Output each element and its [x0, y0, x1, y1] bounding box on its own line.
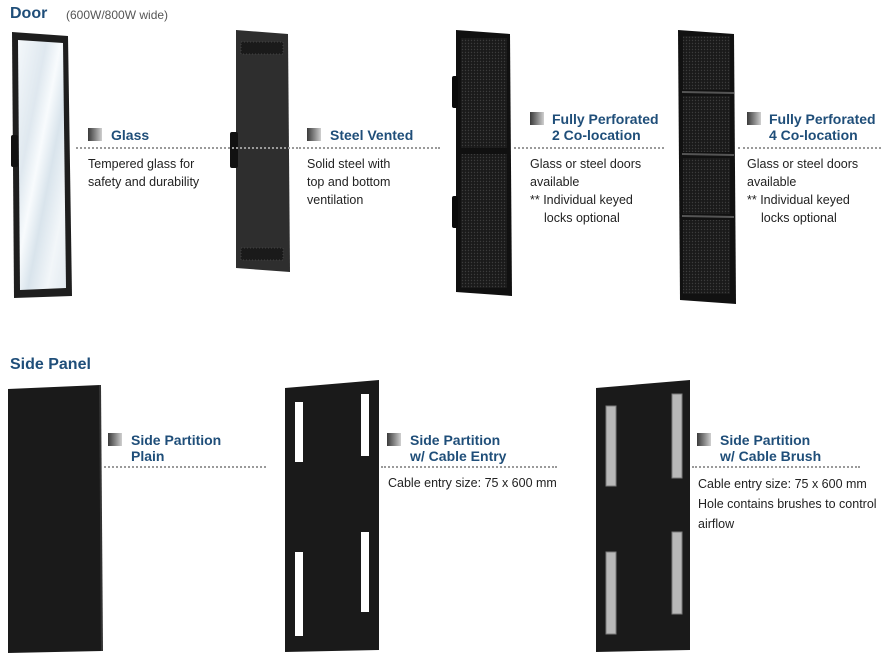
- desc-line: Glass or steel doors: [530, 157, 642, 171]
- desc-line: locks optional: [544, 211, 620, 225]
- door-perforated-2-description: Glass or steel doors available ** Indivi…: [530, 155, 641, 227]
- dotted-leader: [381, 466, 557, 468]
- glass-door-image: [11, 32, 72, 298]
- desc-line: Cable entry size: 75 x 600 mm: [698, 477, 867, 491]
- dotted-leader: [738, 147, 881, 149]
- dotted-leader: [76, 147, 298, 149]
- title-line-1: Side Partition: [410, 432, 501, 448]
- bullet-icon: [747, 112, 761, 125]
- section-title-side-panel: Side Panel: [10, 356, 91, 373]
- bullet-icon: [387, 433, 401, 446]
- desc-line: Cable entry size: 75 x 600 mm: [388, 476, 557, 490]
- desc-line: Solid steel with: [307, 157, 391, 171]
- section-subtitle-door: (600W/800W wide): [66, 8, 169, 22]
- desc-line: top and bottom: [307, 175, 391, 189]
- desc-line: ** Individual keyed: [747, 193, 850, 207]
- title-line-2: 2 Co-location: [552, 127, 641, 143]
- desc-line: available: [530, 175, 580, 189]
- door-steel-vented-description: Solid steel with top and bottom ventilat…: [307, 155, 390, 209]
- bullet-icon: [88, 128, 102, 141]
- side-partition-cable-entry-image: [285, 380, 379, 652]
- door-perforated-4-title: Fully Perforated 4 Co-location: [769, 111, 876, 143]
- title-line-2: w/ Cable Brush: [720, 448, 822, 464]
- side-cable-entry-description: Cable entry size: 75 x 600 mm: [388, 474, 557, 492]
- title-line-1: Fully Perforated: [552, 111, 659, 127]
- side-cable-brush-title: Side Partition w/ Cable Brush: [720, 432, 821, 464]
- bullet-icon: [697, 433, 711, 446]
- desc-line: ** Individual keyed: [530, 193, 633, 207]
- bullet-icon: [307, 128, 321, 141]
- door-glass-description: Tempered glass for safety and durability: [88, 155, 199, 191]
- title-line-2: w/ Cable Entry: [410, 448, 507, 464]
- dotted-leader: [104, 466, 266, 468]
- bullet-icon: [108, 433, 122, 446]
- side-cable-brush-description: Cable entry size: 75 x 600 mm Hole conta…: [698, 474, 877, 534]
- desc-line: locks optional: [761, 211, 837, 225]
- desc-line: Tempered glass for: [88, 157, 195, 171]
- dotted-leader: [692, 466, 860, 468]
- desc-line: ventilation: [307, 193, 364, 207]
- desc-line: Hole contains brushes to control: [698, 497, 877, 511]
- title-line-1: Side Partition: [131, 432, 222, 448]
- title-line-1: Fully Perforated: [769, 111, 876, 127]
- side-cable-entry-title: Side Partition w/ Cable Entry: [410, 432, 506, 464]
- perforated-2-colocation-door-image: [452, 30, 512, 296]
- door-perforated-2-title: Fully Perforated 2 Co-location: [552, 111, 659, 143]
- bullet-icon: [530, 112, 544, 125]
- side-partition-cable-brush-image: [596, 380, 690, 652]
- door-glass-title: Glass: [111, 127, 150, 143]
- section-title-door: Door: [10, 5, 48, 22]
- title-line-2: Plain: [131, 448, 165, 464]
- door-perforated-4-description: Glass or steel doors available ** Indivi…: [747, 155, 858, 227]
- desc-line: safety and durability: [88, 175, 200, 189]
- steel-vented-door-image: [230, 30, 290, 272]
- door-steel-vented-title: Steel Vented: [330, 127, 414, 143]
- title-line-1: Side Partition: [720, 432, 811, 448]
- dotted-leader: [296, 147, 440, 149]
- side-plain-title: Side Partition Plain: [131, 432, 221, 464]
- title-line-2: 4 Co-location: [769, 127, 858, 143]
- desc-line: Glass or steel doors: [747, 157, 859, 171]
- perforated-4-colocation-door-image: [678, 30, 736, 304]
- dotted-leader: [514, 147, 664, 149]
- side-partition-plain-image: [8, 385, 103, 653]
- desc-line: available: [747, 175, 797, 189]
- desc-line: airflow: [698, 517, 735, 531]
